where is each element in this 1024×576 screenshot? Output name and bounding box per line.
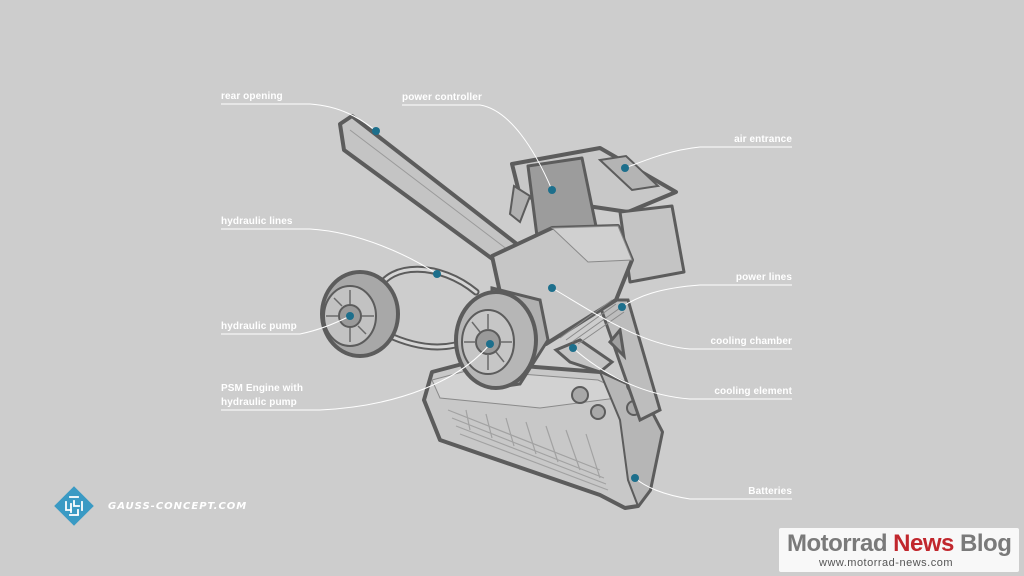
callout-dots (346, 127, 639, 482)
watermark-title-part3: Blog (953, 530, 1012, 557)
label-hydraulic-lines: hydraulic lines (221, 216, 293, 227)
leader-power-lines (621, 284, 792, 308)
dot-power-controller (548, 186, 556, 194)
dot-psm-engine (486, 340, 494, 348)
watermark-title-news: News (893, 530, 954, 557)
brand-site-text: GAUSS-CONCEPT.COM (108, 501, 248, 512)
dot-cooling-element (569, 344, 577, 352)
dot-hydraulic-pump (346, 312, 354, 320)
cooling-fins (559, 299, 625, 345)
label-batteries: Batteries (748, 486, 792, 497)
rear-opening-arm-inner (349, 129, 509, 251)
label-psm-engine-line1: PSM Engine with (221, 383, 304, 394)
dot-power-lines (618, 303, 626, 311)
dot-air-entrance (621, 164, 629, 172)
leader-cooling-chamber (551, 287, 792, 350)
gauss-maze-logo-icon (54, 486, 94, 526)
label-psm-engine: PSM Engine with hydraulic pump (221, 382, 303, 410)
label-hydraulic-pump: hydraulic pump (221, 321, 297, 332)
watermark-title-part1: Motorrad (787, 530, 894, 557)
dot-batteries (631, 474, 639, 482)
dot-cooling-chamber (548, 284, 556, 292)
psm-engine (454, 286, 550, 390)
leader-cooling-element (572, 347, 792, 400)
watermark-url: www.motorrad-news.com (819, 557, 953, 569)
label-cooling-element: cooling element (714, 386, 792, 397)
hydraulic-pump (320, 270, 400, 358)
label-power-lines: power lines (735, 272, 792, 283)
battery-ribs (447, 409, 609, 491)
label-rear-opening: rear opening (221, 91, 283, 102)
battery-pack (422, 360, 664, 510)
label-psm-engine-line2: hydraulic pump (221, 397, 297, 408)
leader-power-controller (402, 104, 553, 191)
watermark-badge: Motorrad News Blog www.motorrad-news.com (779, 528, 1019, 572)
callout-lines (221, 103, 792, 500)
dot-hydraulic-lines (433, 270, 441, 278)
leader-batteries (634, 477, 792, 500)
leader-hydraulic-lines (221, 228, 438, 275)
leader-air-entrance (624, 146, 792, 169)
dot-rear-opening (372, 127, 380, 135)
leader-psm-engine (221, 343, 491, 411)
label-cooling-chamber: cooling chamber (710, 336, 792, 347)
watermark-title: Motorrad News Blog (787, 530, 1012, 558)
leader-hydraulic-pump (221, 315, 351, 335)
leader-rear-opening (221, 103, 377, 132)
label-power-controller: power controller (402, 92, 482, 103)
label-air-entrance: air entrance (734, 134, 792, 145)
